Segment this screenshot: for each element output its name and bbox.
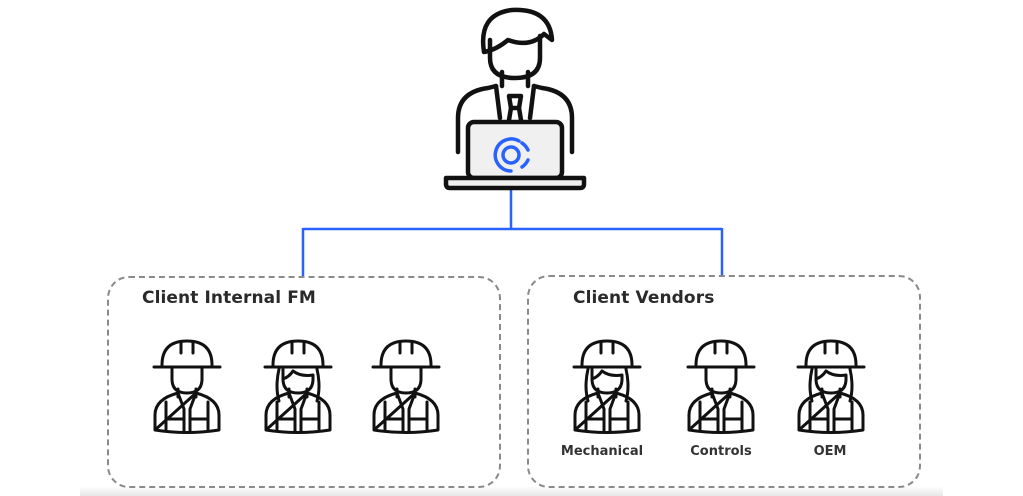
group-client-internal-fm — [107, 276, 501, 488]
brand-logo-icon — [493, 137, 530, 173]
worker-label-oem: OEM — [813, 444, 847, 459]
manager-at-laptop-icon — [443, 7, 587, 191]
group-client-vendors — [527, 275, 921, 488]
male-worker-hardhat-icon — [684, 337, 758, 437]
worker-label-mechanical: Mechanical — [560, 444, 644, 459]
male-worker-hardhat-icon — [150, 337, 224, 437]
female-worker-hardhat-icon — [261, 337, 335, 437]
female-worker-hardhat-icon — [570, 337, 644, 437]
female-worker-hardhat-icon — [794, 337, 868, 437]
bottom-shadow — [80, 486, 943, 496]
group-title-client-internal-fm: Client Internal FM — [142, 288, 316, 308]
worker-label-controls: Controls — [690, 444, 752, 459]
group-title-client-vendors: Client Vendors — [573, 288, 715, 308]
male-worker-hardhat-icon — [369, 337, 443, 437]
